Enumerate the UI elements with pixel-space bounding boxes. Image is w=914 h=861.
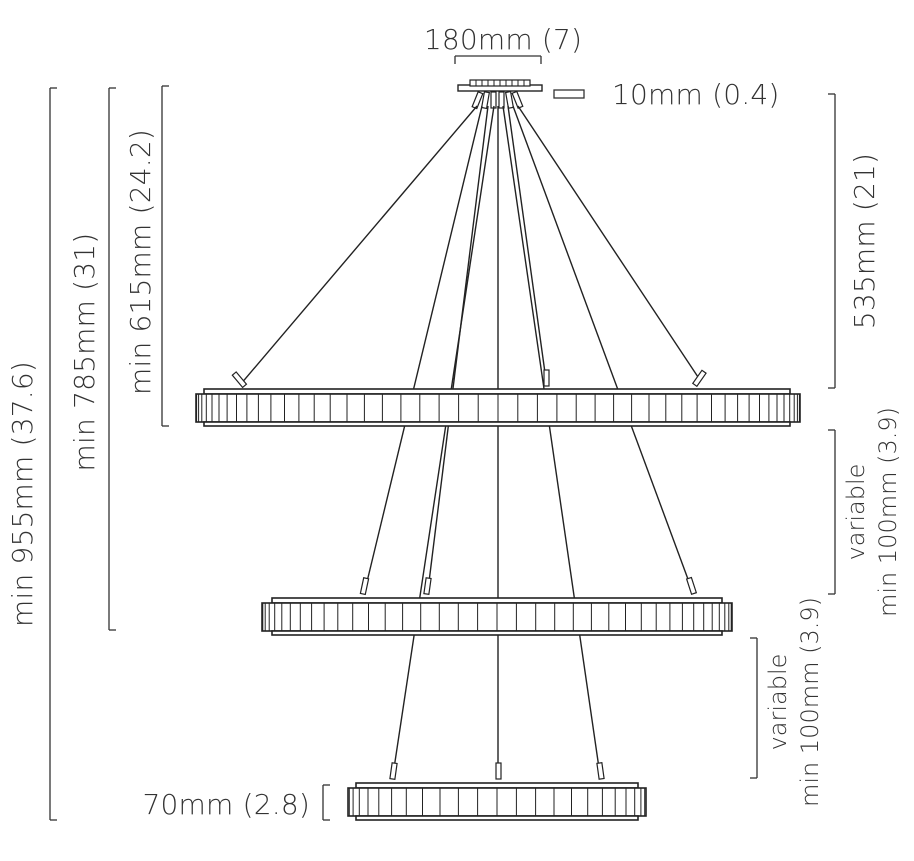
min-one-ring-label: min 615mm (24.2): [124, 129, 157, 395]
ring-height-bracket: [322, 784, 330, 821]
ring-middle: [261, 576, 733, 636]
min-one-ring-bracket: [161, 85, 169, 427]
min-two-rings-bracket: [108, 87, 116, 631]
gap-top-bracket: [828, 429, 836, 595]
gap-bottom-label-line2: min 100mm (3.9): [796, 597, 824, 807]
min-three-rings-bracket: [49, 87, 57, 821]
min-three-rings-label: min 955mm (37.6): [6, 361, 39, 627]
min-two-rings-label: min 785mm (31): [68, 233, 101, 472]
canopy-height-label: 10mm (0.4): [612, 78, 779, 111]
ring-height-label: 70mm (2.8): [143, 788, 310, 821]
top-drop-bracket: [828, 93, 836, 389]
canopy-height-bracket: [553, 89, 585, 99]
gap-top-label-line2: min 100mm (3.9): [874, 407, 902, 617]
ring-bottom: [347, 761, 647, 821]
gap-bottom-bracket: [750, 637, 758, 779]
suspension-cables: [239, 105, 701, 776]
top-drop-label: 535mm (21): [848, 153, 881, 329]
gap-bottom-label-line1: variable: [764, 654, 792, 751]
ceiling-canopy: [457, 79, 543, 110]
canopy-width-label: 180mm (7): [424, 23, 582, 56]
gap-top-label-line1: variable: [842, 464, 870, 561]
canopy-width-bracket: [454, 55, 542, 64]
ring-top: [195, 369, 801, 427]
